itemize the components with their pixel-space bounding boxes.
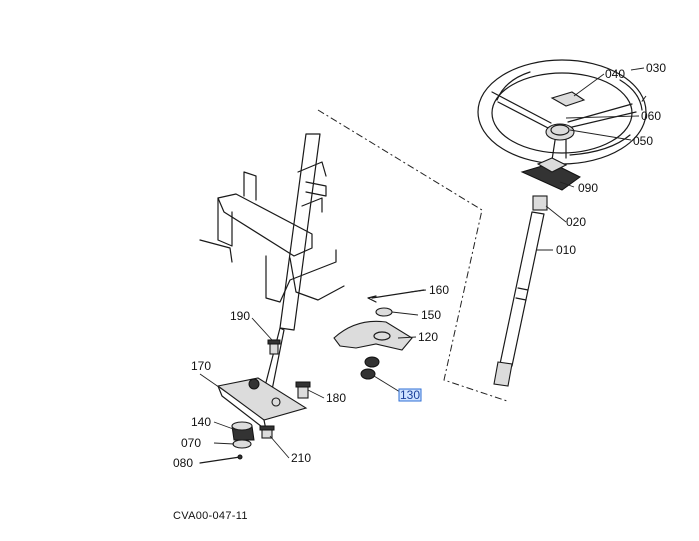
callout-labels: 010 020 030 040 050 060 070 080 090 120 … (173, 61, 666, 470)
callout-060[interactable]: 060 (641, 109, 661, 123)
steering-shaft (493, 211, 545, 387)
drawing-number: CVA00-047-11 (173, 510, 248, 522)
bolt-180 (295, 381, 311, 399)
callout-180[interactable]: 180 (326, 391, 346, 405)
callout-160[interactable]: 160 (429, 283, 449, 297)
callout-150[interactable]: 150 (421, 308, 441, 322)
base-plate (216, 377, 308, 431)
callout-210[interactable]: 210 (291, 451, 311, 465)
callout-010[interactable]: 010 (556, 243, 576, 257)
bolt-190 (267, 339, 281, 355)
pin-160 (367, 289, 425, 303)
nut-140 (231, 421, 255, 441)
callout-040[interactable]: 040 (605, 67, 625, 81)
callout-170[interactable]: 170 (191, 359, 211, 373)
callout-050[interactable]: 050 (633, 134, 653, 148)
nut-130 (360, 356, 380, 380)
callout-130-highlight (398, 388, 422, 402)
callout-020[interactable]: 020 (566, 215, 586, 229)
pin-080 (199, 454, 243, 464)
alignment-lines (317, 95, 647, 402)
bolt-210 (259, 425, 275, 439)
callout-130[interactable]: 130 (400, 388, 420, 402)
callout-080[interactable]: 080 (173, 456, 193, 470)
callout-070[interactable]: 070 (181, 436, 201, 450)
washer-150 (375, 307, 393, 317)
washer-070 (232, 439, 252, 449)
leader-lines (199, 67, 645, 459)
mounting-bracket (199, 161, 345, 303)
callout-090[interactable]: 090 (578, 181, 598, 195)
callout-140[interactable]: 140 (191, 415, 211, 429)
column-bushing (520, 157, 581, 211)
callout-190[interactable]: 190 (230, 309, 250, 323)
quadrant-plate (333, 320, 413, 351)
steering-wheel (477, 59, 647, 165)
callout-030[interactable]: 030 (646, 61, 666, 75)
callout-120[interactable]: 120 (418, 330, 438, 344)
